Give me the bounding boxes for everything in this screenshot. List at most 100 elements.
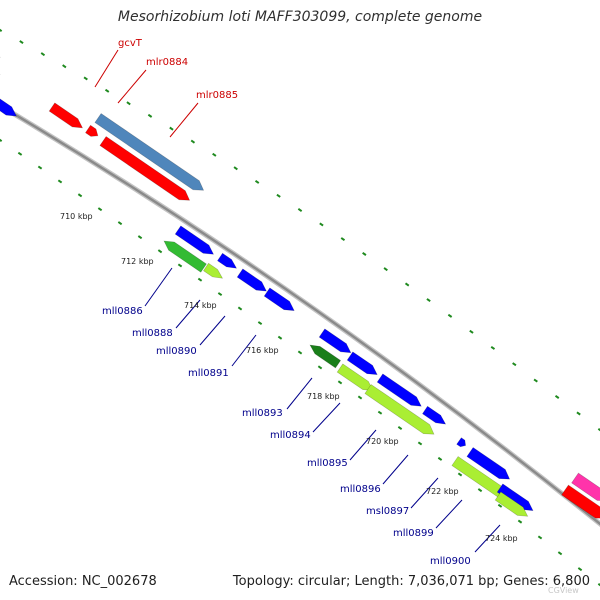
tick-mark bbox=[297, 350, 303, 355]
tick-mark bbox=[197, 277, 203, 282]
gene-arrow-mll0891 bbox=[263, 287, 295, 311]
gene-label-mll0891[interactable]: mll0891 bbox=[188, 368, 229, 379]
label-leader-line bbox=[474, 524, 501, 553]
tick-mark bbox=[340, 237, 346, 242]
label-leader-line bbox=[435, 499, 463, 529]
tick-mark bbox=[490, 345, 496, 350]
gene-arrow-mll0886 bbox=[174, 225, 215, 255]
tick-mark bbox=[157, 249, 163, 254]
tick-mark bbox=[533, 378, 538, 383]
gene-label-mll0894[interactable]: mll0894 bbox=[270, 430, 311, 441]
tick-mark bbox=[97, 207, 103, 212]
tick-mark bbox=[277, 335, 283, 340]
tick-mark bbox=[597, 428, 600, 432]
tick-mark bbox=[177, 263, 183, 268]
gene-arrow-red bbox=[85, 124, 99, 137]
gene-label-mlr0884[interactable]: mlr0884 bbox=[146, 57, 189, 68]
kbp-tick-label: 722 kbp bbox=[426, 487, 459, 496]
tick-mark bbox=[190, 139, 196, 144]
tick-mark bbox=[597, 583, 600, 587]
tick-mark bbox=[104, 88, 110, 93]
gene-arrow-mll0895 bbox=[376, 373, 422, 407]
label-leader-line bbox=[169, 102, 199, 138]
tick-mark bbox=[457, 472, 463, 477]
tick-mark bbox=[557, 551, 563, 556]
label-leader-line bbox=[410, 477, 439, 509]
kbp-tick-label: 710 kbp bbox=[60, 212, 93, 221]
tick-mark bbox=[426, 298, 431, 303]
tick-mark bbox=[77, 193, 83, 198]
tick-mark bbox=[217, 292, 223, 296]
tick-mark bbox=[317, 365, 323, 370]
tick-mark bbox=[417, 441, 423, 446]
backbone-outer bbox=[0, 102, 600, 528]
gene-label-msl0897[interactable]: msl0897 bbox=[366, 506, 410, 517]
gene-label-mll0900[interactable]: mll0900 bbox=[430, 556, 471, 567]
tick-mark bbox=[576, 411, 581, 416]
gene-arrow-green bbox=[163, 240, 207, 273]
tick-mark bbox=[147, 113, 153, 118]
tick-mark bbox=[19, 40, 24, 45]
kbp-tick-label: 720 kbp bbox=[366, 437, 399, 446]
tick-mark bbox=[40, 52, 46, 57]
gene-arrow-blue bbox=[236, 268, 267, 292]
kbp-tick-label: 714 kbp bbox=[184, 301, 217, 310]
kbp-tick-label: 724 kbp bbox=[485, 534, 518, 543]
tick-mark bbox=[57, 179, 63, 184]
tick-mark bbox=[276, 193, 281, 198]
map-title: Mesorhizobium loti MAFF303099, complete … bbox=[117, 9, 483, 25]
label-leader-line bbox=[175, 299, 201, 329]
gene-arrow-red bbox=[561, 484, 600, 519]
gene-label-mll0886[interactable]: mll0886 bbox=[102, 306, 143, 317]
label-leader-line bbox=[144, 267, 173, 307]
label-leader-line bbox=[231, 334, 257, 367]
gene-arrow-mll0888 bbox=[203, 262, 224, 279]
tick-mark bbox=[357, 395, 363, 400]
gene-label-mll0888[interactable]: mll0888 bbox=[132, 328, 173, 339]
gene-label-mll0896[interactable]: mll0896 bbox=[340, 484, 381, 495]
tick-mark bbox=[497, 503, 503, 508]
gene-arrow-mll0899 bbox=[466, 447, 511, 480]
gene-arrow-mll0896 bbox=[364, 384, 435, 435]
gene-arrow-mll0890 bbox=[217, 252, 238, 269]
tick-mark bbox=[554, 395, 560, 399]
label-leader-line bbox=[94, 49, 119, 88]
tick-mark bbox=[512, 362, 517, 367]
tick-mark bbox=[169, 126, 174, 131]
tick-mark bbox=[319, 222, 324, 227]
label-leader-line bbox=[349, 429, 377, 461]
label-leader-line bbox=[286, 377, 313, 410]
tick-mark bbox=[17, 151, 23, 156]
tick-mark bbox=[297, 208, 303, 212]
accession-text: Accession: NC_002678 bbox=[9, 574, 157, 589]
gene-label-mll0899[interactable]: mll0899 bbox=[393, 528, 434, 539]
gene-label-mll0895[interactable]: mll0895 bbox=[307, 458, 348, 469]
gene-arrow-mlr0885 bbox=[99, 136, 191, 201]
tick-mark bbox=[517, 519, 523, 524]
gene-arrow-mlr0884 bbox=[94, 113, 205, 191]
tick-mark bbox=[437, 456, 443, 461]
tick-mark bbox=[383, 267, 388, 272]
gene-label-gcvT[interactable]: gcvT bbox=[118, 38, 142, 49]
tick-mark bbox=[126, 101, 131, 106]
tick-mark bbox=[212, 152, 217, 157]
tick-mark bbox=[337, 380, 343, 385]
gene-label-mll0890[interactable]: mll0890 bbox=[156, 346, 197, 357]
topology-text: Topology: circular; Length: 7,036,071 bp… bbox=[232, 574, 590, 589]
gene-arrow-blue bbox=[0, 98, 17, 117]
tick-mark bbox=[404, 282, 410, 287]
tick-mark bbox=[0, 28, 3, 32]
gene-arrow-darkgreen bbox=[309, 344, 342, 369]
tick-mark bbox=[37, 165, 43, 170]
gene-label-mll0893[interactable]: mll0893 bbox=[242, 408, 283, 419]
gene-label-mlr0885[interactable]: mlr0885 bbox=[196, 90, 239, 101]
tick-mark bbox=[397, 426, 403, 430]
gene-arrow-msl0897 bbox=[456, 437, 466, 448]
label-leader-line bbox=[117, 69, 147, 104]
label-leader-line bbox=[312, 402, 341, 433]
kbp-tick-label: 718 kbp bbox=[307, 392, 340, 401]
gene-arrow-blue bbox=[422, 405, 447, 425]
kbp-tick-label: 716 kbp bbox=[246, 346, 279, 355]
